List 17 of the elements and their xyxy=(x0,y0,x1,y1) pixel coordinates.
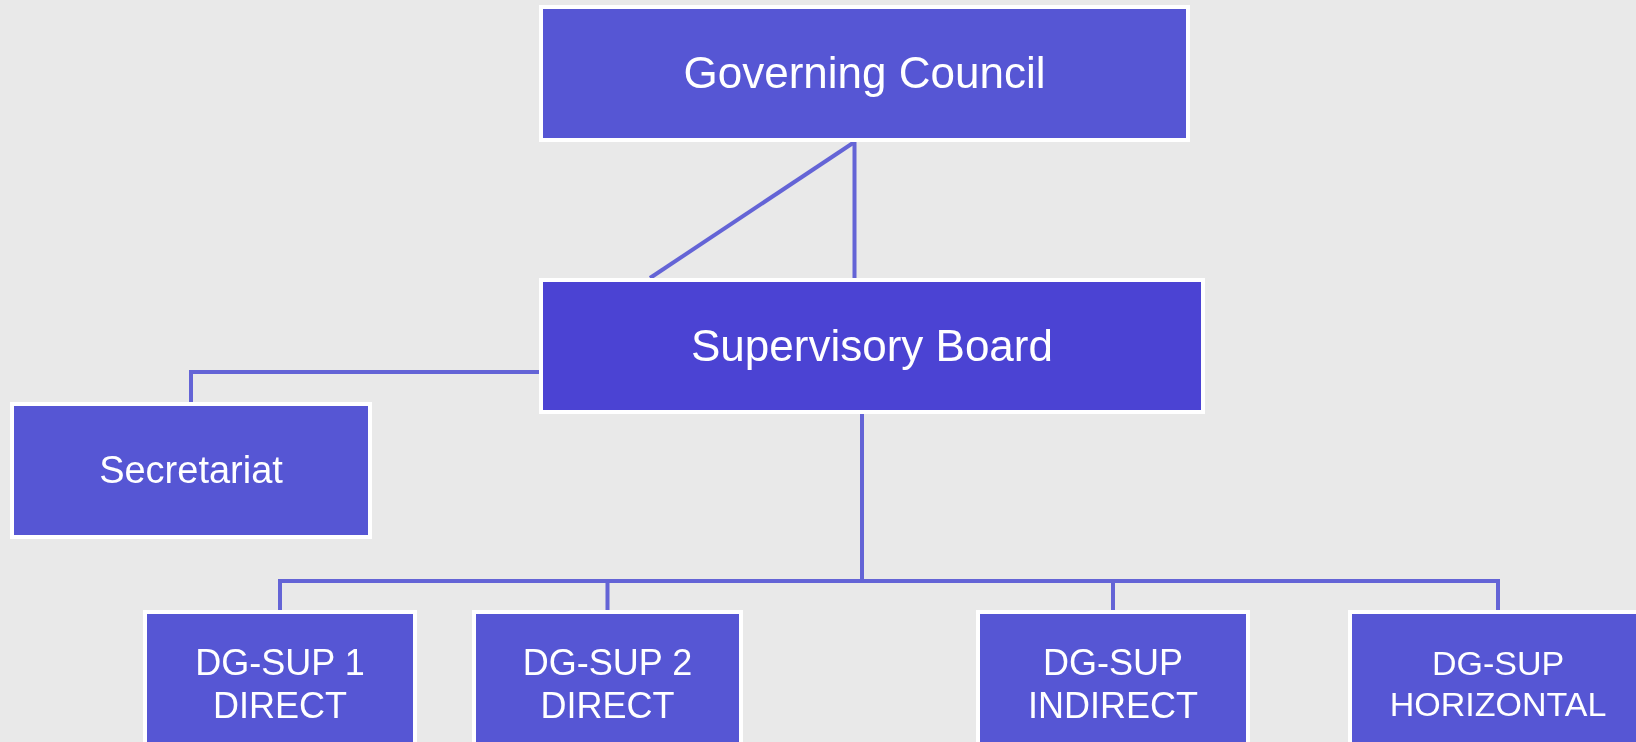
connector-line xyxy=(852,142,857,278)
connector-line xyxy=(648,140,856,280)
org-box xyxy=(976,610,1250,742)
box-title: Governing Council xyxy=(683,47,1046,100)
box-title: DG-SUP HORIZONTAL xyxy=(1388,643,1608,725)
org-box xyxy=(472,610,743,742)
box-title: DG-SUP 1 DIRECT xyxy=(194,640,366,728)
box-title: Supervisory Board xyxy=(691,319,1053,372)
org-box xyxy=(143,610,417,742)
box-title: DG-SUP 2 DIRECT xyxy=(521,640,694,728)
org-box xyxy=(539,278,1205,414)
box-title: Secretariat xyxy=(99,447,283,493)
box-title: DG-SUP INDIRECT xyxy=(1027,640,1199,728)
org-box xyxy=(539,5,1190,142)
org-box xyxy=(10,402,372,539)
org-box xyxy=(1348,610,1636,742)
connector-line xyxy=(189,370,539,402)
